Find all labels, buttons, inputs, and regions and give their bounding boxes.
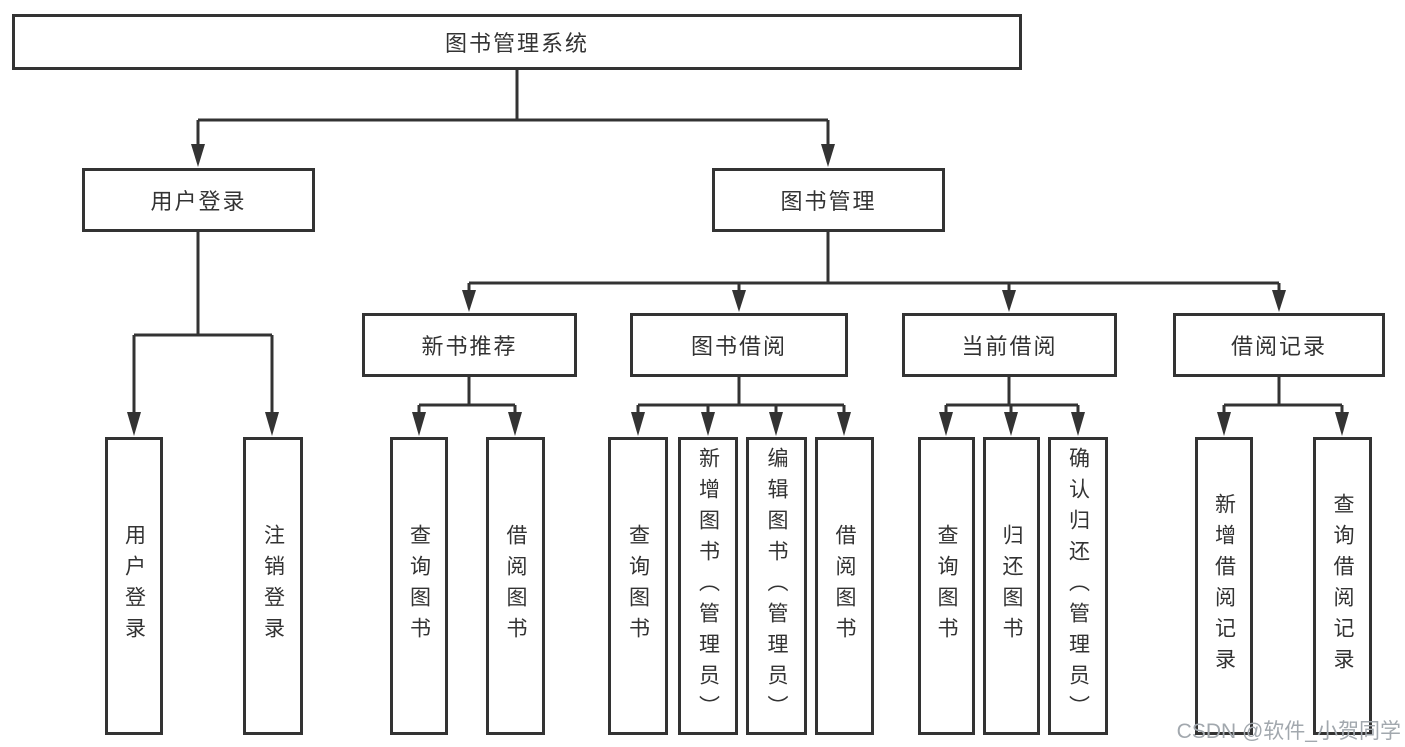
node-label: 用户登录 xyxy=(150,189,247,214)
node-label: 注销登录 xyxy=(261,524,285,648)
node-label: 图书借阅 xyxy=(690,334,787,359)
node-book-management: 图书管理 xyxy=(712,168,945,232)
arrowhead-icon xyxy=(191,144,205,167)
arrowhead-icon xyxy=(701,412,715,436)
arrowhead-icon xyxy=(769,412,783,436)
node-label: 图书管理系统 xyxy=(444,31,589,56)
node-label: 编辑图书（管理员） xyxy=(765,446,788,726)
arrowhead-icon xyxy=(1004,412,1018,436)
arrowhead-icon xyxy=(265,412,279,436)
node-label: 查询借阅记录 xyxy=(1331,493,1354,679)
arrowhead-icon xyxy=(631,412,645,436)
leaf-borrow-books-recommend: 借阅图书 xyxy=(486,437,545,735)
leaf-query-borrow-record: 查询借阅记录 xyxy=(1313,437,1372,735)
arrowhead-icon xyxy=(939,412,953,436)
leaf-borrow-books: 借阅图书 xyxy=(815,437,874,735)
node-current-borrow: 当前借阅 xyxy=(902,313,1117,377)
node-label: 查询图书 xyxy=(407,524,431,648)
node-label: 新增图书（管理员） xyxy=(696,446,720,726)
arrowhead-icon xyxy=(1002,290,1016,312)
node-label: 新书推荐 xyxy=(421,334,518,359)
watermark: CSDN @软件_小贺同学 xyxy=(1176,720,1401,743)
arrowhead-icon xyxy=(1272,290,1286,312)
leaf-return-books: 归还图书 xyxy=(983,437,1040,735)
arrowhead-icon xyxy=(1071,412,1085,436)
leaf-logout: 注销登录 xyxy=(243,437,303,735)
node-label: 确认归还（管理员） xyxy=(1066,446,1090,726)
leaf-add-borrow-record: 新增借阅记录 xyxy=(1195,437,1253,735)
leaf-query-books-current: 查询图书 xyxy=(918,437,975,735)
arrowhead-icon xyxy=(837,412,851,436)
node-label: 借阅记录 xyxy=(1230,334,1327,359)
arrowhead-icon xyxy=(1217,412,1231,436)
leaf-add-books-admin: 新增图书（管理员） xyxy=(678,437,738,735)
node-label: 新增借阅记录 xyxy=(1212,493,1236,679)
arrowhead-icon xyxy=(127,412,141,436)
arrowhead-icon xyxy=(732,290,746,312)
arrowhead-icon xyxy=(1335,412,1349,436)
leaf-query-books-borrow: 查询图书 xyxy=(608,437,668,735)
node-library-system: 图书管理系统 xyxy=(12,14,1022,70)
node-borrow-records: 借阅记录 xyxy=(1173,313,1385,377)
node-new-book-recommend: 新书推荐 xyxy=(362,313,577,377)
leaf-confirm-return-admin: 确认归还（管理员） xyxy=(1048,437,1108,735)
node-label: 当前借阅 xyxy=(961,334,1058,359)
node-label: 借阅图书 xyxy=(833,524,856,648)
node-label: 查询图书 xyxy=(626,524,650,648)
arrowhead-icon xyxy=(821,144,835,167)
node-label: 用户登录 xyxy=(122,524,146,648)
arrowhead-icon xyxy=(462,290,476,312)
node-user-login-module: 用户登录 xyxy=(82,168,315,232)
node-book-borrow: 图书借阅 xyxy=(630,313,848,377)
leaf-query-books-recommend: 查询图书 xyxy=(390,437,448,735)
leaf-user-login: 用户登录 xyxy=(105,437,163,735)
node-label: 借阅图书 xyxy=(504,524,527,648)
leaf-edit-books-admin: 编辑图书（管理员） xyxy=(746,437,807,735)
node-label: 图书管理 xyxy=(780,189,877,214)
arrowhead-icon xyxy=(508,412,522,436)
node-label: 查询图书 xyxy=(935,524,958,648)
node-label: 归还图书 xyxy=(1000,524,1023,648)
arrowhead-icon xyxy=(412,412,426,436)
